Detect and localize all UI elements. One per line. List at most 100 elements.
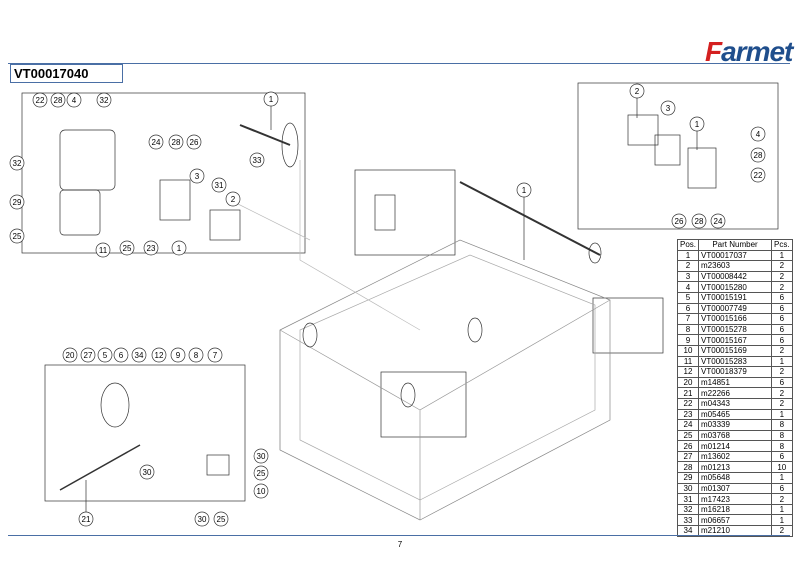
cell-pos: 11 <box>676 355 700 368</box>
cell-pcs: 2 <box>771 344 793 357</box>
cell-pos: 24 <box>676 419 700 431</box>
callout-circle <box>143 240 159 256</box>
cell-part-number: VT00007749 <box>698 302 773 315</box>
callout-26: 26 <box>671 213 687 229</box>
cell-pcs: 6 <box>771 302 793 315</box>
callout-25: 25 <box>213 511 229 527</box>
cell-pcs: 2 <box>771 281 793 293</box>
callout-10: 10 <box>253 483 269 499</box>
callout-number: 32 <box>100 96 109 105</box>
cell-pcs: 6 <box>771 323 793 336</box>
callout-number: 28 <box>754 151 763 160</box>
cell-pcs: 1 <box>771 249 793 262</box>
callout-number: 28 <box>695 217 704 226</box>
callout-number: 4 <box>72 96 77 105</box>
callout-number: 1 <box>522 186 527 195</box>
cell-part-number: VT00015166 <box>698 313 773 325</box>
callout-22: 22 <box>32 92 48 108</box>
callout-circle <box>96 92 112 108</box>
callout-2: 2 <box>225 191 241 207</box>
callout-number: 24 <box>714 217 723 226</box>
callout-number: 22 <box>36 96 45 105</box>
callout-circle <box>151 347 167 363</box>
callout-30: 30 <box>194 511 210 527</box>
callout-circle <box>629 83 645 99</box>
callout-25: 25 <box>253 465 269 481</box>
cell-pcs: 6 <box>771 482 793 495</box>
callout-24: 24 <box>148 134 164 150</box>
callout-circle <box>9 194 25 210</box>
callout-circle <box>80 347 96 363</box>
cell-pcs: 6 <box>771 313 793 325</box>
cell-pos: 9 <box>676 334 700 346</box>
cell-part-number: m03768 <box>698 429 773 442</box>
callout-1: 1 <box>689 116 705 132</box>
cell-pcs: 6 <box>771 291 793 304</box>
cell-pos: 7 <box>676 313 700 325</box>
callout-number: 33 <box>253 156 262 165</box>
cell-pos: 31 <box>676 493 700 505</box>
callout-34: 34 <box>131 347 147 363</box>
cell-pos: 28 <box>676 461 700 474</box>
callout-circle <box>249 152 265 168</box>
callout-circle <box>131 347 147 363</box>
callout-6: 6 <box>113 347 129 363</box>
cell-part-number: VT00015280 <box>698 281 773 293</box>
callout-number: 28 <box>172 138 181 147</box>
callout-circle <box>750 147 766 163</box>
callout-27: 27 <box>80 347 96 363</box>
callout-number: 26 <box>190 138 199 147</box>
cell-pos: 3 <box>676 270 700 283</box>
callout-number: 25 <box>257 469 266 478</box>
cell-part-number: m04343 <box>698 397 773 410</box>
callout-7: 7 <box>207 347 223 363</box>
callout-number: 30 <box>143 468 152 477</box>
cell-part-number: m16218 <box>698 503 773 516</box>
callout-28: 28 <box>750 147 766 163</box>
callout-number: 5 <box>103 351 108 360</box>
cell-pos: 12 <box>676 366 700 378</box>
callout-1: 1 <box>263 91 279 107</box>
callout-circle <box>9 155 25 171</box>
callout-circle <box>207 347 223 363</box>
callout-11: 11 <box>95 242 111 258</box>
callout-circle <box>97 347 113 363</box>
cell-pcs: 1 <box>771 503 793 516</box>
cell-pcs: 2 <box>771 397 793 410</box>
callout-circle <box>213 511 229 527</box>
callout-number: 21 <box>82 515 91 524</box>
cell-pcs: 10 <box>771 461 793 474</box>
callout-20: 20 <box>62 347 78 363</box>
callout-3: 3 <box>660 100 676 116</box>
cell-pcs: 1 <box>771 355 793 368</box>
cell-part-number: VT00015191 <box>698 291 773 304</box>
cell-pcs: 2 <box>771 387 793 399</box>
callout-number: 32 <box>13 159 22 168</box>
callout-25: 25 <box>9 228 25 244</box>
cell-part-number: m05465 <box>698 408 773 421</box>
callout-circle <box>188 347 204 363</box>
cell-pcs: 2 <box>771 493 793 505</box>
detail-box-roller <box>44 364 246 502</box>
callout-2: 2 <box>629 83 645 99</box>
cell-pcs: 6 <box>771 376 793 389</box>
cell-pos: 27 <box>676 450 700 463</box>
cell-pcs: 1 <box>771 472 793 484</box>
cell-part-number: VT00008442 <box>698 270 773 283</box>
callout-circle <box>66 92 82 108</box>
callout-number: 26 <box>675 217 684 226</box>
callout-circle <box>78 511 94 527</box>
callout-number: 27 <box>84 351 93 360</box>
callout-circle <box>50 92 66 108</box>
